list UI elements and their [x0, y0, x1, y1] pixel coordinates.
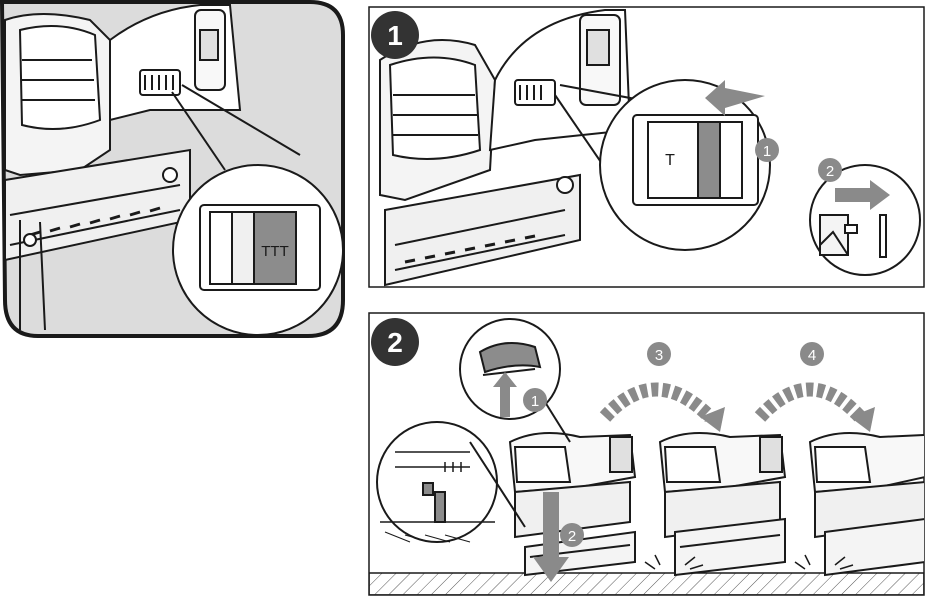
step1-number: 1 — [387, 20, 403, 51]
step2-tool-1 — [508, 432, 637, 577]
step1-substep-2-number: 2 — [826, 163, 834, 180]
overview-switch-mark: TTT — [261, 243, 289, 260]
step2-number: 2 — [387, 327, 403, 358]
step1-panel: 1 T 1 2 — [368, 6, 925, 288]
step2-substep-4-number: 4 — [808, 347, 816, 364]
step2-substep-1-number: 1 — [531, 393, 539, 410]
step2-substep-3-badge — [647, 342, 671, 366]
step2-tool-2 — [658, 432, 787, 577]
step1-badge — [371, 11, 419, 59]
step2-substep-2-badge — [560, 523, 584, 547]
step1-switch-mark: T — [665, 152, 675, 169]
step2-badge — [371, 318, 419, 366]
step2-substep-1-badge — [523, 388, 547, 412]
step2-substep-2-number: 2 — [568, 528, 576, 545]
step2-substep-3-number: 3 — [655, 347, 663, 364]
step2-panel: 2 1 2 3 4 — [368, 312, 925, 596]
overview-panel: TTT — [0, 0, 345, 338]
step1-substep-1-number: 1 — [763, 143, 771, 160]
step2-substep-4-badge — [800, 342, 824, 366]
step1-substep-1-badge — [755, 138, 779, 162]
step2-tool-3 — [808, 432, 924, 577]
step1-substep-2-badge — [818, 158, 842, 182]
